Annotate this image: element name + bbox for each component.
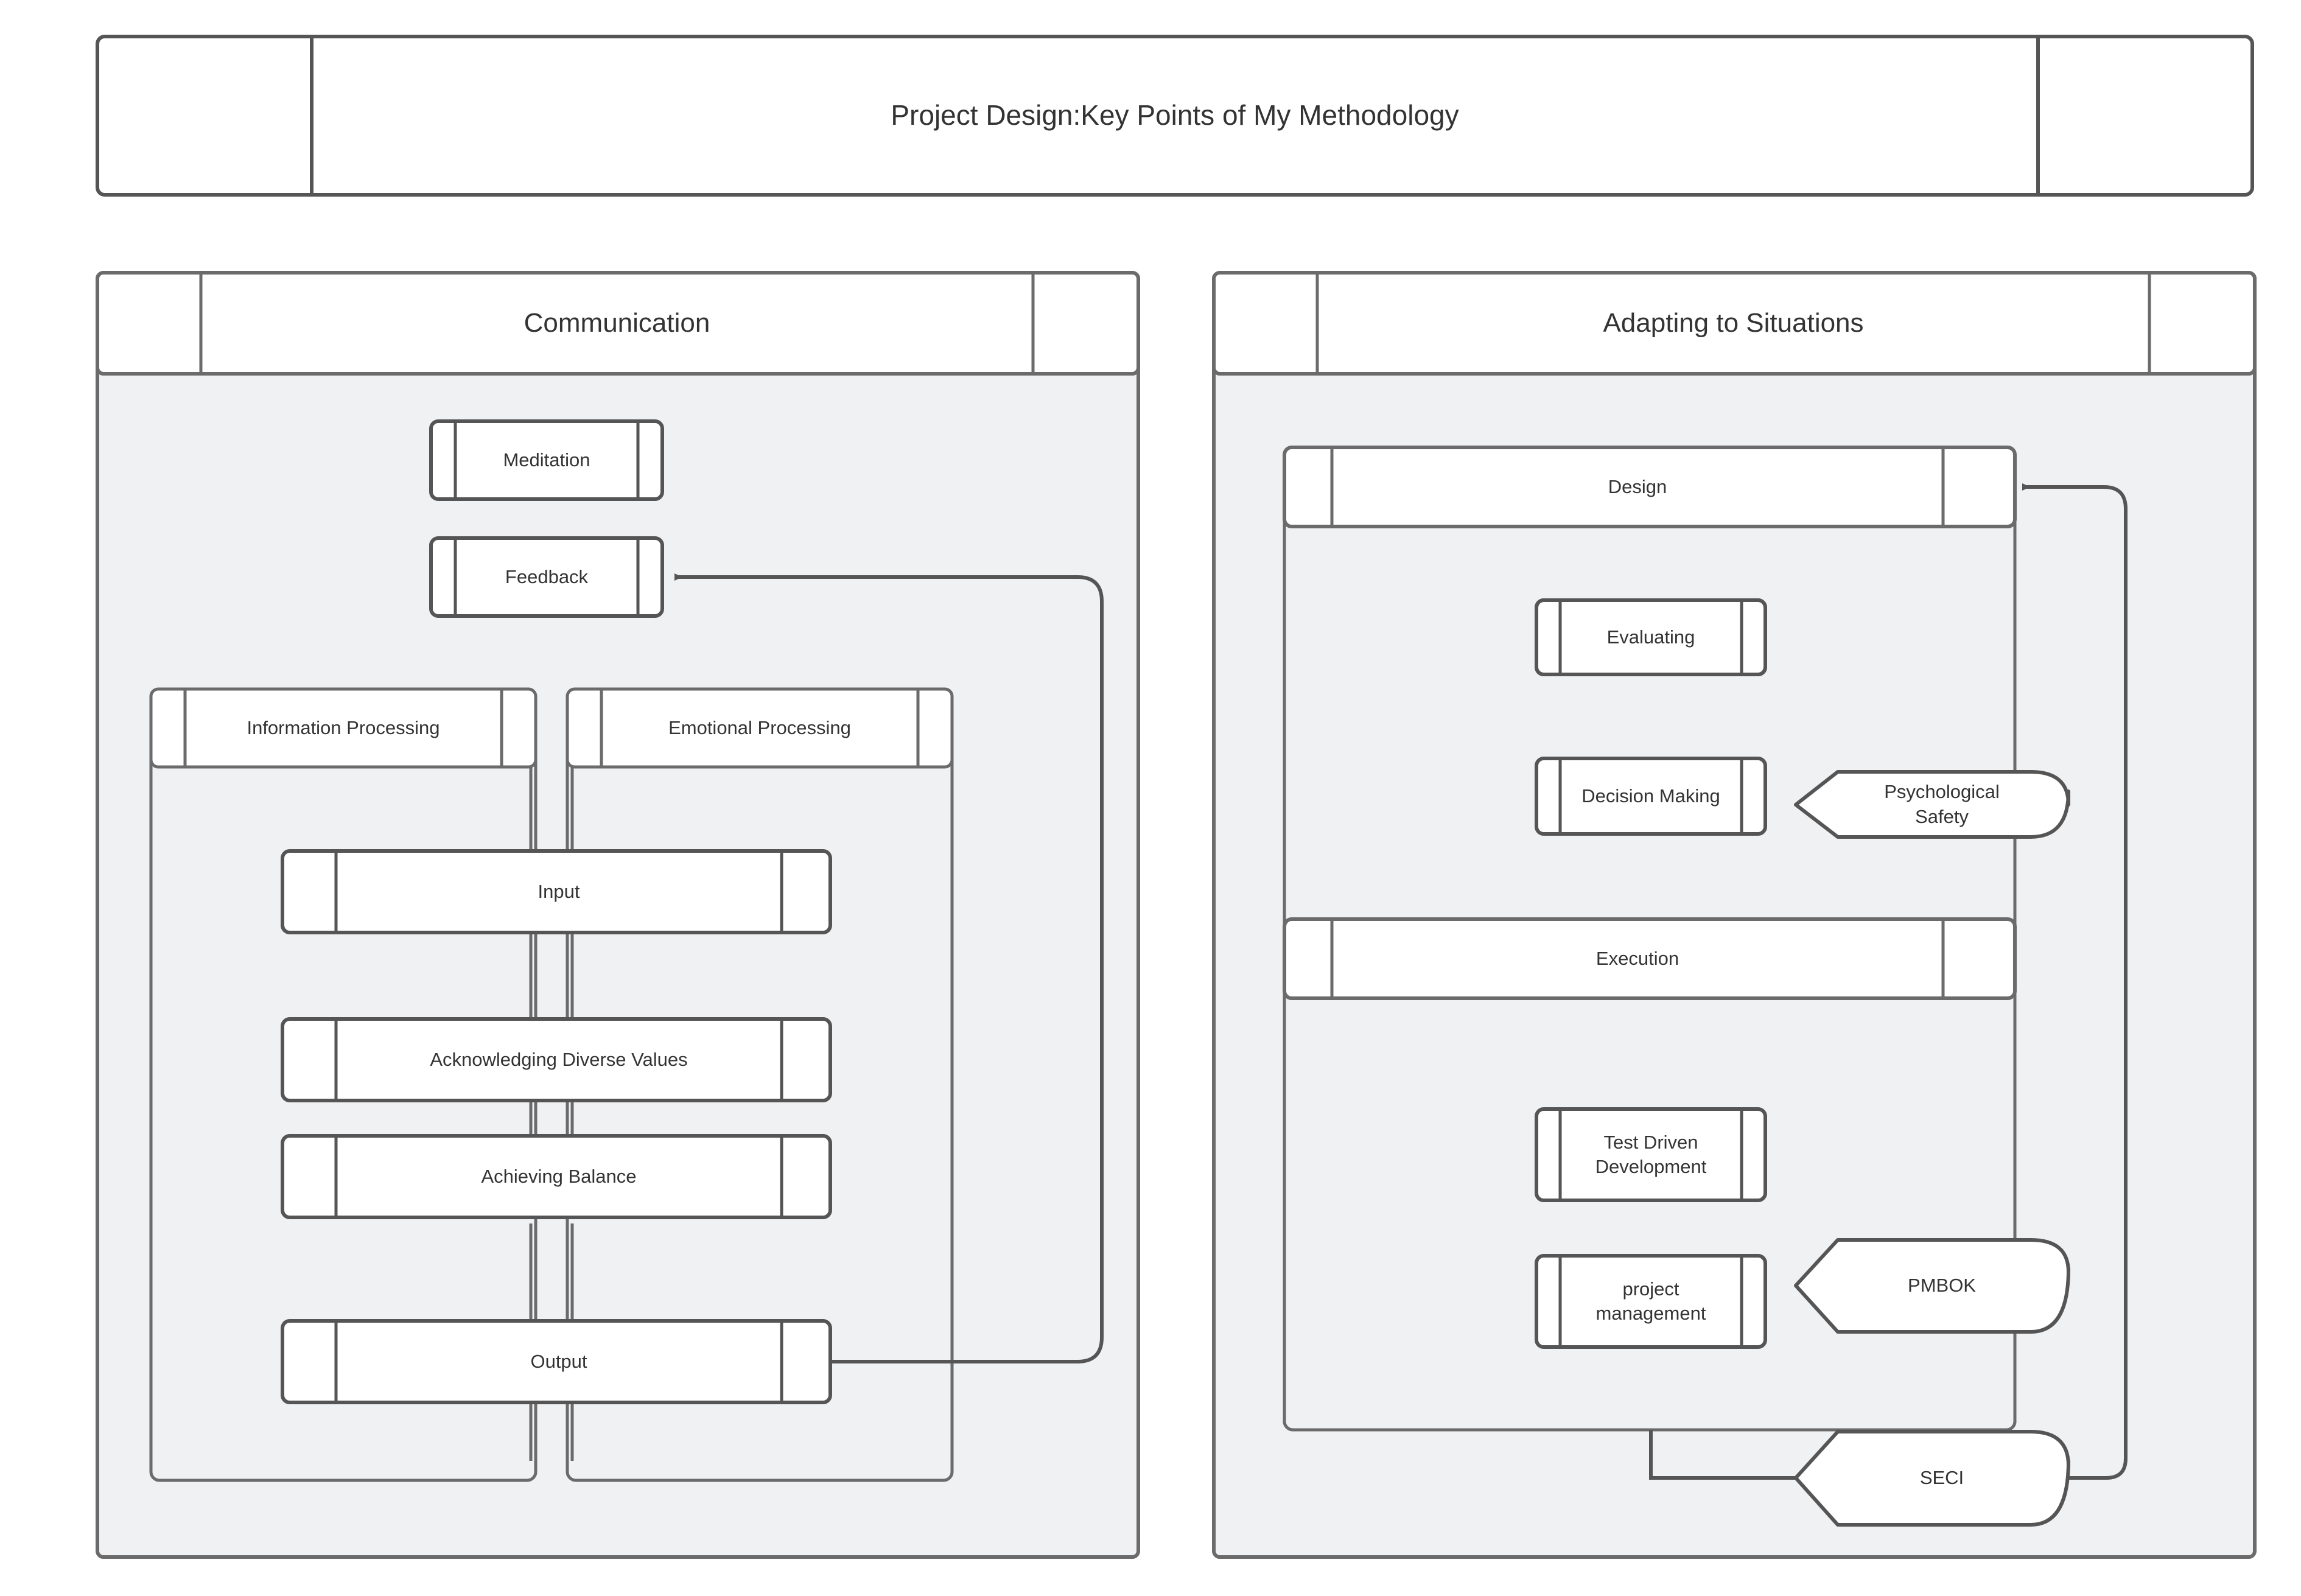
panel-adapting-to-situations xyxy=(1212,271,2257,1559)
node-psychological-safety[interactable] xyxy=(1794,770,2070,839)
node-feedback[interactable] xyxy=(429,536,664,618)
node-achieving-balance[interactable] xyxy=(281,1134,832,1219)
node-seci[interactable] xyxy=(1794,1430,2070,1527)
node-evaluating[interactable] xyxy=(1535,598,1767,676)
node-acknowledging-diverse-values[interactable] xyxy=(281,1017,832,1102)
edge-execution-to-seci xyxy=(1649,1430,1796,1480)
title-bar xyxy=(96,35,2254,197)
node-decision-making[interactable] xyxy=(1535,757,1767,836)
node-meditation[interactable] xyxy=(429,419,664,501)
node-input[interactable] xyxy=(281,849,832,934)
edge-seci-to-design xyxy=(2022,483,2128,1480)
node-pmbok[interactable] xyxy=(1794,1238,2070,1334)
panel-communication xyxy=(96,271,1140,1559)
node-project-management[interactable] xyxy=(1535,1254,1767,1349)
edge-output-to-feedback xyxy=(674,573,1104,1363)
node-output[interactable] xyxy=(281,1319,832,1404)
node-test-driven-development[interactable] xyxy=(1535,1107,1767,1202)
